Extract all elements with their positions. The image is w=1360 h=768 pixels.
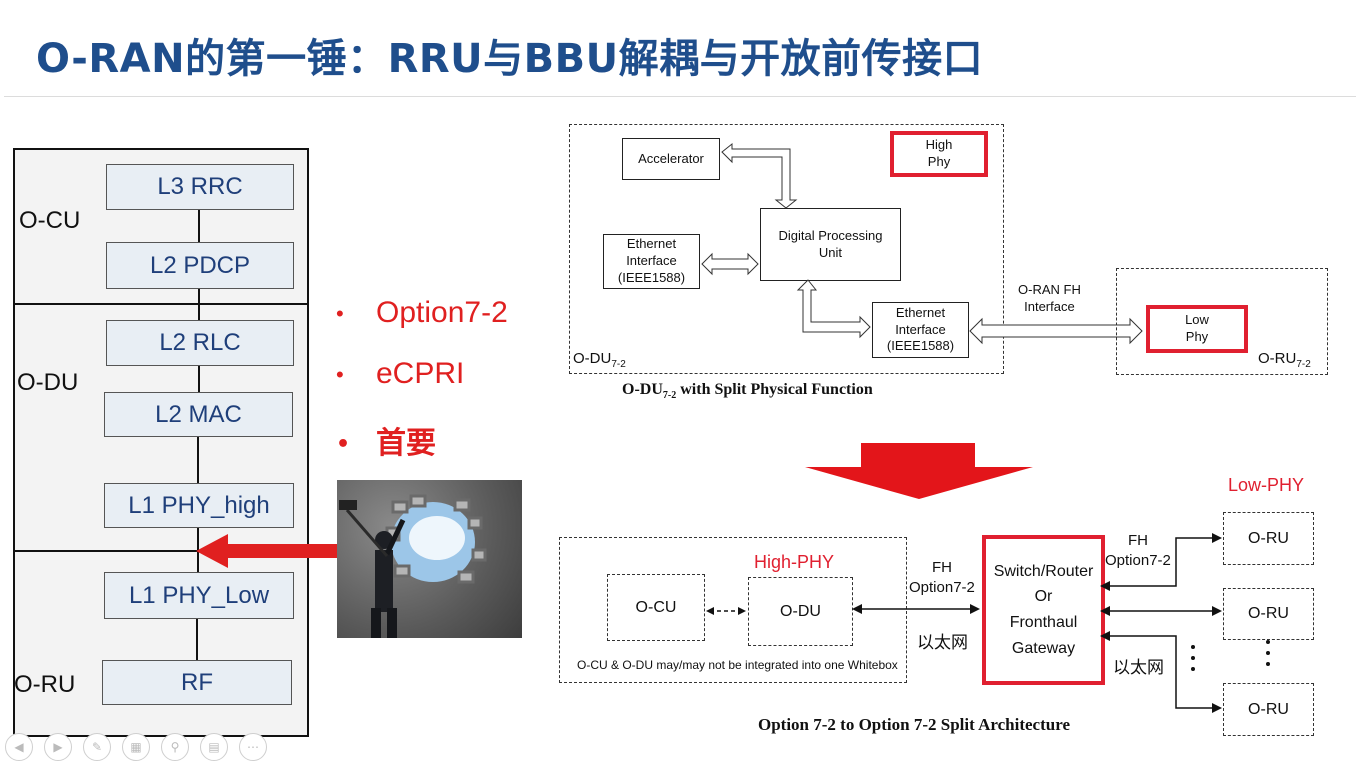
high-phy-line: Phy (927, 154, 951, 169)
eth-left-line: Interface (626, 253, 677, 269)
odu-split-phy-frame (569, 124, 1004, 374)
bullet-option7-2: • Option7-2 (336, 296, 508, 330)
fh-right-line: Option7-2 (1105, 551, 1171, 569)
page-title: O-RAN的第一锤：RRU与BBU解耦与开放前传接口 (36, 36, 984, 82)
breaking-wall-image (337, 480, 522, 638)
low-phy-line: Phy (1185, 329, 1209, 344)
caption-main: O-DU (622, 381, 663, 398)
back-icon[interactable]: ◀ (5, 733, 33, 761)
layer-l2-mac: L2 MAC (104, 392, 293, 437)
low-phy-line: Low (1185, 312, 1209, 328)
forward-icon[interactable]: ▶ (44, 733, 72, 761)
ethernet-left-label: 以太网 (917, 633, 968, 652)
split-point-arrow (196, 534, 338, 568)
fh-option-right-label: FH Option7-2 (1105, 531, 1171, 570)
odu-node: O-DU (748, 577, 853, 646)
oru-label-sub: 7-2 (1296, 359, 1311, 370)
bottom-diagram-caption: Option 7-2 to Option 7-2 Split Architect… (758, 715, 1070, 734)
dpu-line: Unit (818, 244, 843, 260)
low-phy-label: Low-PHY (1228, 475, 1305, 495)
connector-line (198, 364, 200, 392)
connector-line (196, 617, 198, 660)
fh-left-line: Option7-2 (909, 578, 975, 596)
fh-interface-line: O-RAN FH (1018, 282, 1081, 297)
group-label-o-du: O-DU (17, 369, 79, 396)
connector-line (197, 526, 199, 572)
ocu-node: O-CU (607, 574, 705, 641)
dpu-line: Digital Processing (778, 227, 883, 243)
layer-l1-phy-low: L1 PHY_Low (104, 572, 294, 619)
bullet-dot: • (336, 432, 351, 457)
caption-sub: 7-2 (662, 390, 677, 402)
pen-icon[interactable]: ✎ (83, 733, 111, 761)
odu-label-sub: 7-2 (611, 359, 626, 370)
eth-right-line: Ethernet (895, 304, 946, 320)
protocol-stack-frame (13, 148, 309, 737)
transition-down-arrow (805, 443, 1033, 499)
eth-left-line: Ethernet (626, 236, 677, 252)
connector-line (198, 208, 200, 242)
bottom-diagram-arrows (706, 533, 1270, 713)
bullet-priority: • 首要 (336, 418, 436, 462)
oru-node-3: O-RU (1223, 683, 1314, 736)
eth-right-line: Interface (895, 321, 946, 337)
group-label-o-cu: O-CU (19, 207, 81, 234)
fh-right-line: FH (1127, 532, 1148, 549)
high-phy-label: High-PHY (754, 552, 835, 572)
slideshow-controls: ◀ ▶ ✎ ▦ ⚲ ▤ ⋯ (5, 733, 267, 761)
layer-rf: RF (102, 660, 292, 705)
layer-l1-phy-high: L1 PHY_high (104, 483, 294, 528)
bullet-text: Option7-2 (376, 296, 508, 329)
layer-l2-pdcp: L2 PDCP (106, 242, 294, 289)
connector-line (198, 287, 200, 320)
oru-node-1: O-RU (1223, 512, 1314, 565)
layer-l2-rlc: L2 RLC (106, 320, 294, 366)
slides-icon[interactable]: ▦ (122, 733, 150, 761)
caption-rest: with Split Physical Function (676, 381, 873, 398)
eth-right-line: (IEEE1588) (886, 338, 955, 354)
fh-interface-line: Interface (1024, 298, 1075, 314)
cu-du-divider (13, 303, 307, 305)
du-ru-divider (13, 550, 307, 552)
group-label-o-ru: O-RU (14, 671, 76, 698)
odu-label-main: O-DU (573, 350, 612, 367)
fh-option-left-label: FH Option7-2 (909, 558, 975, 597)
switch-line: Or (1034, 588, 1053, 606)
bullet-text: eCPRI (376, 357, 465, 390)
ethernet-right-label: 以太网 (1113, 658, 1164, 677)
top-diagram-arrows (701, 142, 1143, 345)
oru-split-phy-frame (1116, 268, 1328, 375)
zoom-icon[interactable]: ⚲ (161, 733, 189, 761)
top-diagram-caption: O-DU7-2 with Split Physical Function (622, 381, 873, 401)
more-icon[interactable]: ⋯ (239, 733, 267, 761)
layer-l3-rrc: L3 RRC (106, 164, 294, 210)
oru-7-2-label: O-RU7-2 (1258, 350, 1311, 370)
switch-line: Fronthaul (1009, 614, 1078, 631)
oru-label-main: O-RU (1258, 350, 1297, 367)
bullet-text: 首要 (376, 426, 436, 461)
odu-7-2-label: O-DU7-2 (573, 350, 626, 370)
title-divider (4, 96, 1356, 97)
switch-line: Gateway (1011, 639, 1076, 657)
bullet-dot: • (336, 301, 344, 327)
fh-left-line: FH (931, 559, 952, 576)
switch-line: Switch/Router (993, 562, 1094, 580)
bullet-ecpri: • eCPRI (336, 357, 464, 391)
bullet-dot: • (336, 362, 344, 388)
accelerator-box: Accelerator (622, 138, 720, 180)
high-phy-line: High (925, 137, 953, 153)
oru-node-2: O-RU (1223, 588, 1314, 640)
whitebox-frame (559, 537, 907, 683)
subtitle-icon[interactable]: ▤ (200, 733, 228, 761)
eth-left-line: (IEEE1588) (617, 269, 686, 285)
whitebox-note: O-CU & O-DU may/may not be integrated in… (577, 658, 898, 672)
connector-line (197, 435, 199, 483)
